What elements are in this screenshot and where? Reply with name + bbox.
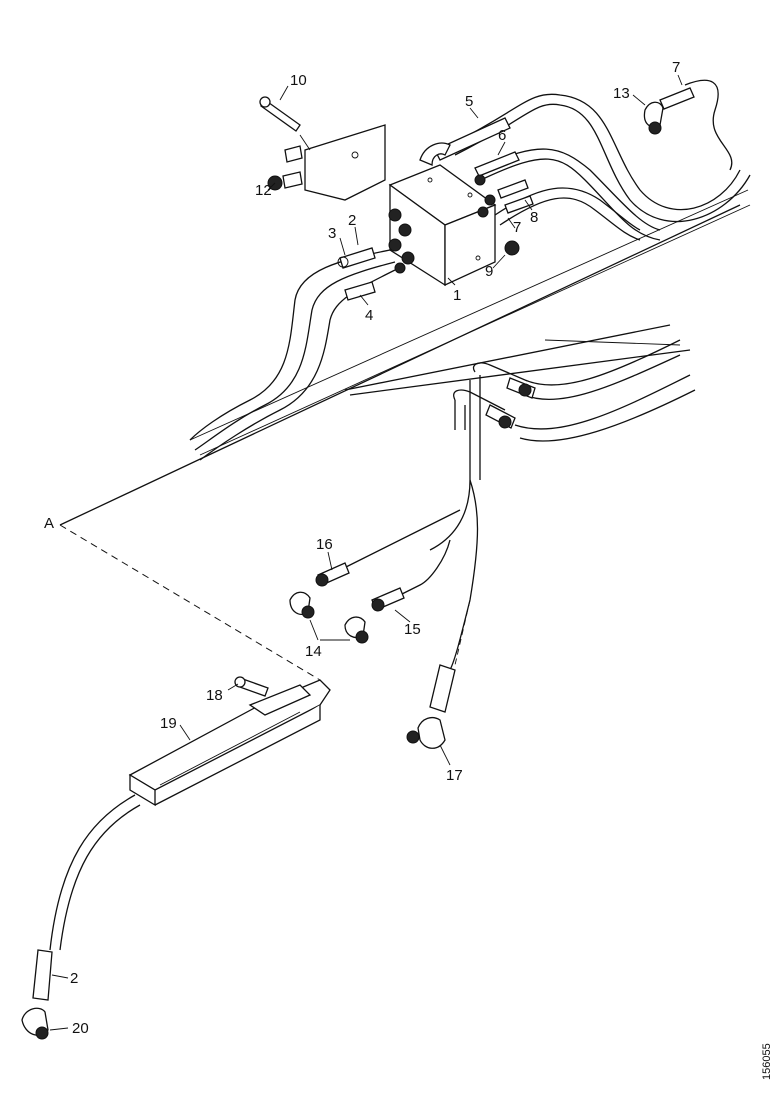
valve-block bbox=[388, 164, 497, 287]
reference-letter: A bbox=[44, 515, 54, 532]
middle-hoses bbox=[429, 339, 696, 671]
callout-18: 18 bbox=[206, 687, 223, 704]
callout-16: 16 bbox=[316, 536, 333, 553]
callout-5: 5 bbox=[465, 93, 473, 110]
callout-1: 1 bbox=[453, 287, 461, 304]
hose-7-upper bbox=[643, 79, 733, 171]
leader-lines bbox=[49, 74, 683, 1031]
callout-8: 8 bbox=[530, 209, 538, 226]
callout-20: 20 bbox=[72, 1020, 89, 1037]
callout-9: 9 bbox=[485, 263, 493, 280]
hose-2-3-4 bbox=[189, 247, 396, 461]
callout-19: 19 bbox=[160, 715, 177, 732]
bolt-18 bbox=[234, 676, 269, 697]
hose-8 bbox=[477, 179, 641, 241]
hose-6 bbox=[474, 148, 661, 241]
callout-4: 4 bbox=[365, 307, 373, 324]
reference-dashed-line: A bbox=[44, 515, 321, 681]
drawing-code: 156055 bbox=[761, 1043, 773, 1080]
callout-7-upper: 7 bbox=[672, 59, 680, 76]
hose-17 bbox=[406, 599, 471, 749]
hose-5 bbox=[419, 93, 751, 223]
callout-7-lower: 7 bbox=[513, 219, 521, 236]
nut-12 bbox=[267, 145, 303, 191]
callout-2-upper: 2 bbox=[348, 212, 356, 229]
callout-2-lower: 2 bbox=[70, 970, 78, 987]
callout-10: 10 bbox=[290, 72, 307, 89]
frame-rail bbox=[59, 189, 751, 526]
callout-6: 6 bbox=[498, 127, 506, 144]
bracket-19 bbox=[128, 679, 331, 807]
fittings-14-15-16 bbox=[289, 509, 461, 644]
callout-labels: 10 5 6 7 13 12 2 3 7 8 9 1 4 16 15 14 18… bbox=[70, 59, 680, 1037]
hose-lower bbox=[21, 794, 141, 1040]
callout-14: 14 bbox=[305, 643, 322, 660]
nut-9 bbox=[504, 240, 520, 256]
callout-12: 12 bbox=[255, 182, 272, 199]
bolt-10 bbox=[259, 96, 301, 132]
callout-13: 13 bbox=[613, 85, 630, 102]
callout-3: 3 bbox=[328, 225, 336, 242]
callout-17: 17 bbox=[446, 767, 463, 784]
callout-15: 15 bbox=[404, 621, 421, 638]
mounting-bracket bbox=[299, 124, 386, 201]
